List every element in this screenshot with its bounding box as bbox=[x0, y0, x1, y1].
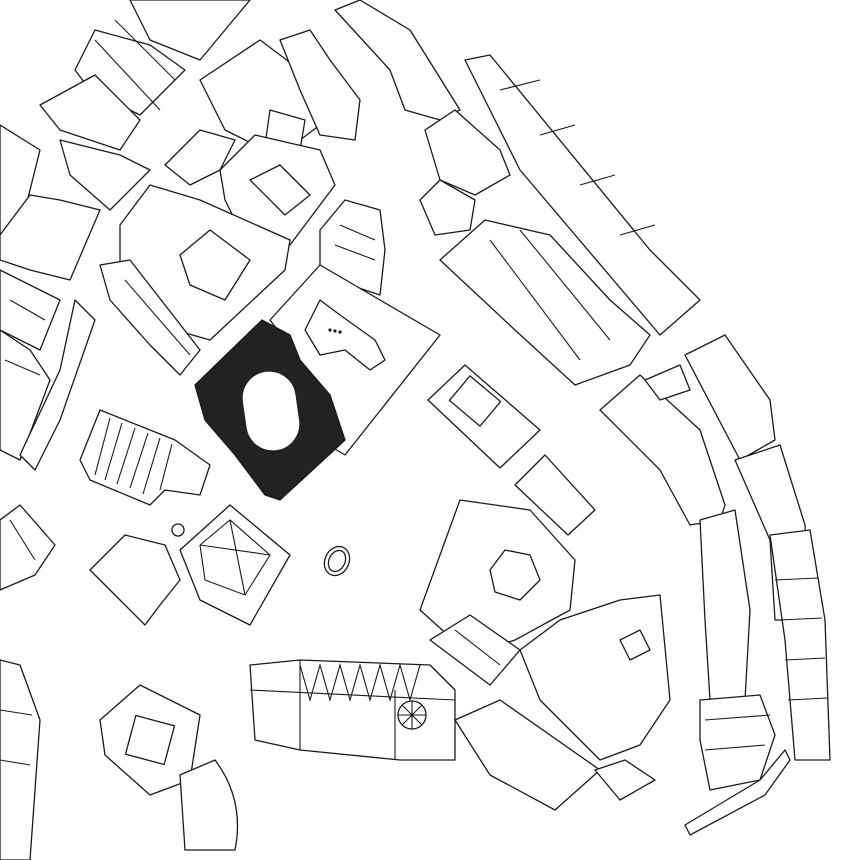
building bbox=[644, 364, 691, 401]
building bbox=[454, 699, 601, 811]
building bbox=[619, 629, 651, 661]
building bbox=[439, 219, 651, 386]
block-south-center bbox=[249, 659, 601, 811]
building bbox=[19, 299, 96, 471]
building bbox=[279, 29, 361, 141]
inner-courtyard bbox=[124, 714, 176, 766]
building bbox=[39, 74, 141, 151]
building bbox=[594, 759, 656, 801]
building bbox=[464, 54, 701, 336]
block-south-west bbox=[89, 504, 351, 626]
building bbox=[59, 139, 151, 211]
building bbox=[699, 509, 751, 701]
building bbox=[164, 129, 236, 186]
building bbox=[684, 334, 776, 461]
inner-courtyard bbox=[448, 375, 502, 427]
building bbox=[179, 504, 291, 626]
building bbox=[0, 269, 61, 351]
building bbox=[89, 534, 181, 626]
highlighted-building-court bbox=[242, 371, 300, 451]
building bbox=[249, 659, 456, 761]
building bbox=[0, 329, 51, 461]
building bbox=[99, 259, 201, 376]
building bbox=[514, 454, 596, 536]
building bbox=[304, 299, 386, 371]
building bbox=[129, 0, 251, 61]
highlighted-building bbox=[194, 319, 346, 501]
wall-segment bbox=[684, 749, 791, 836]
block-east-center bbox=[419, 364, 671, 801]
block-top-left bbox=[0, 0, 251, 471]
block-south-west-corner bbox=[0, 659, 239, 860]
building bbox=[249, 164, 311, 216]
block-west-middle bbox=[0, 409, 211, 591]
block-east-curve bbox=[599, 334, 831, 836]
building bbox=[0, 194, 101, 281]
inner-courtyard bbox=[179, 229, 251, 301]
building bbox=[0, 659, 41, 860]
inner-courtyard bbox=[489, 549, 541, 601]
apse-building bbox=[179, 759, 239, 851]
building bbox=[769, 529, 831, 761]
building bbox=[79, 409, 211, 506]
block-center-north bbox=[99, 29, 386, 376]
highlighted-building-stair bbox=[282, 402, 294, 415]
block-north-east bbox=[334, 0, 701, 386]
building bbox=[419, 179, 476, 236]
